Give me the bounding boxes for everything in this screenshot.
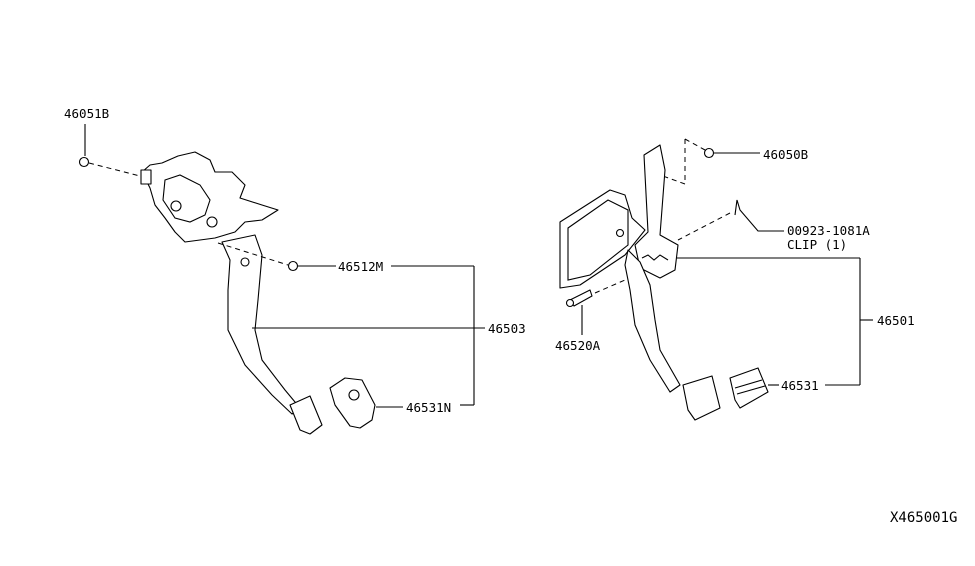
label-46520a: 46520A — [555, 338, 601, 353]
pedal-bracket — [141, 151, 279, 243]
label-46531n: 46531N — [406, 400, 451, 415]
clip-00923-1081a — [734, 199, 784, 232]
left-pedal-assembly — [78, 124, 485, 435]
label-00923-1081a: 00923-1081A — [787, 223, 870, 238]
label-46503: 46503 — [488, 321, 526, 336]
nut-46050b — [703, 147, 715, 159]
label-46051b: 46051B — [64, 106, 109, 121]
clip-46512m — [287, 260, 299, 272]
pedal-arm-46503 — [221, 234, 301, 415]
label-46512m: 46512M — [338, 259, 383, 274]
pedal-arm-46501 — [624, 249, 681, 393]
label-46501: 46501 — [877, 313, 915, 328]
diagram-code: X465001G — [890, 510, 957, 526]
pedal-pad-face — [289, 395, 323, 435]
nut-46051b — [78, 156, 90, 168]
pedal-pad-face-right — [682, 375, 721, 421]
label-46050b: 46050B — [763, 147, 808, 162]
pedal-pad-46531n — [329, 377, 376, 429]
label-46531: 46531 — [781, 378, 819, 393]
pedal-pad-46531 — [729, 367, 769, 409]
pedal-bracket-right — [559, 189, 646, 289]
label-clip-qty: CLIP (1) — [787, 237, 847, 252]
right-pedal-assembly — [559, 138, 873, 421]
